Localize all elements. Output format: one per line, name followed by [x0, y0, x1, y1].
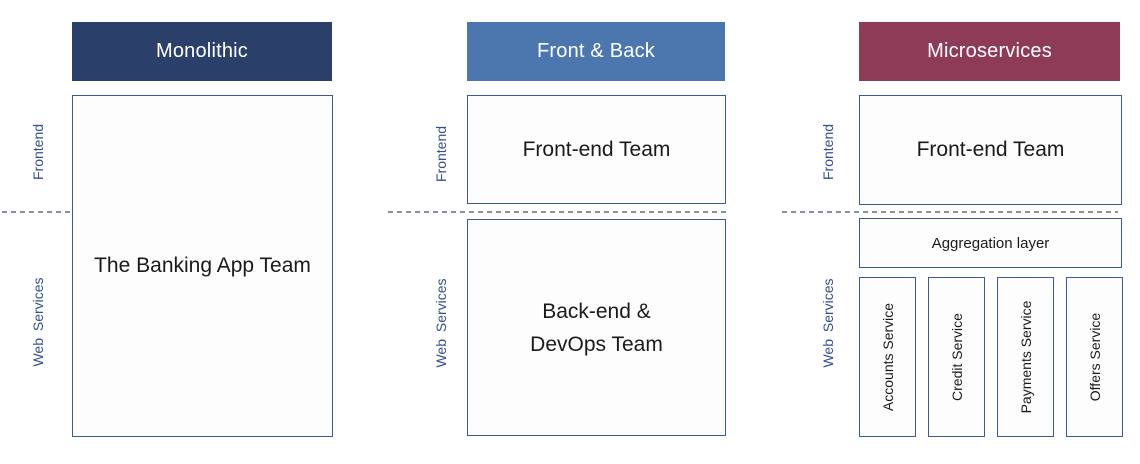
banking-app-team-box: The Banking App Team — [72, 95, 333, 437]
credit-service-label: Credit Service — [948, 313, 965, 401]
monolithic-frontend-row-label: Frontend — [30, 123, 46, 181]
aggregation-layer-label: Aggregation layer — [931, 234, 1050, 252]
microservices-header: Microservices — [859, 22, 1120, 81]
front-back-frontend-team-label: Front-end Team — [522, 137, 671, 161]
front-back-header: Front & Back — [467, 22, 725, 81]
frontend-webservices-divider-left — [2, 211, 72, 213]
frontend-webservices-divider-right — [782, 211, 1118, 213]
accounts-service-box: Accounts Service — [859, 277, 916, 437]
accounts-service-label: Accounts Service — [879, 302, 896, 412]
backend-devops-team-label-line1: Back-end & — [542, 299, 651, 323]
microservices-frontend-team-label: Front-end Team — [916, 138, 1065, 161]
credit-service-box: Credit Service — [928, 277, 985, 437]
payments-service-box: Payments Service — [997, 277, 1054, 437]
front-back-frontend-row-label: Frontend — [433, 125, 449, 183]
monolithic-web-services-row-label: Web Services — [30, 277, 46, 367]
front-back-frontend-team-box: Front-end Team — [467, 95, 726, 204]
offers-service-label: Offers Service — [1086, 312, 1103, 402]
backend-devops-team-box: Back-end & DevOps Team — [467, 219, 726, 436]
banking-app-team-label: The Banking App Team — [94, 254, 311, 277]
microservices-frontend-row-label: Frontend — [820, 123, 836, 181]
frontend-webservices-divider-middle — [388, 211, 727, 213]
payments-service-label: Payments Service — [1017, 300, 1034, 414]
front-back-web-services-row-label: Web Services — [433, 278, 449, 368]
aggregation-layer-box: Aggregation layer — [859, 218, 1122, 268]
microservices-frontend-team-box: Front-end Team — [859, 95, 1122, 205]
offers-service-box: Offers Service — [1066, 277, 1123, 437]
backend-devops-team-label: Back-end & DevOps Team — [530, 295, 663, 361]
backend-devops-team-label-line2: DevOps Team — [530, 332, 663, 356]
microservices-web-services-row-label: Web Services — [820, 278, 836, 368]
monolithic-header: Monolithic — [72, 22, 332, 81]
